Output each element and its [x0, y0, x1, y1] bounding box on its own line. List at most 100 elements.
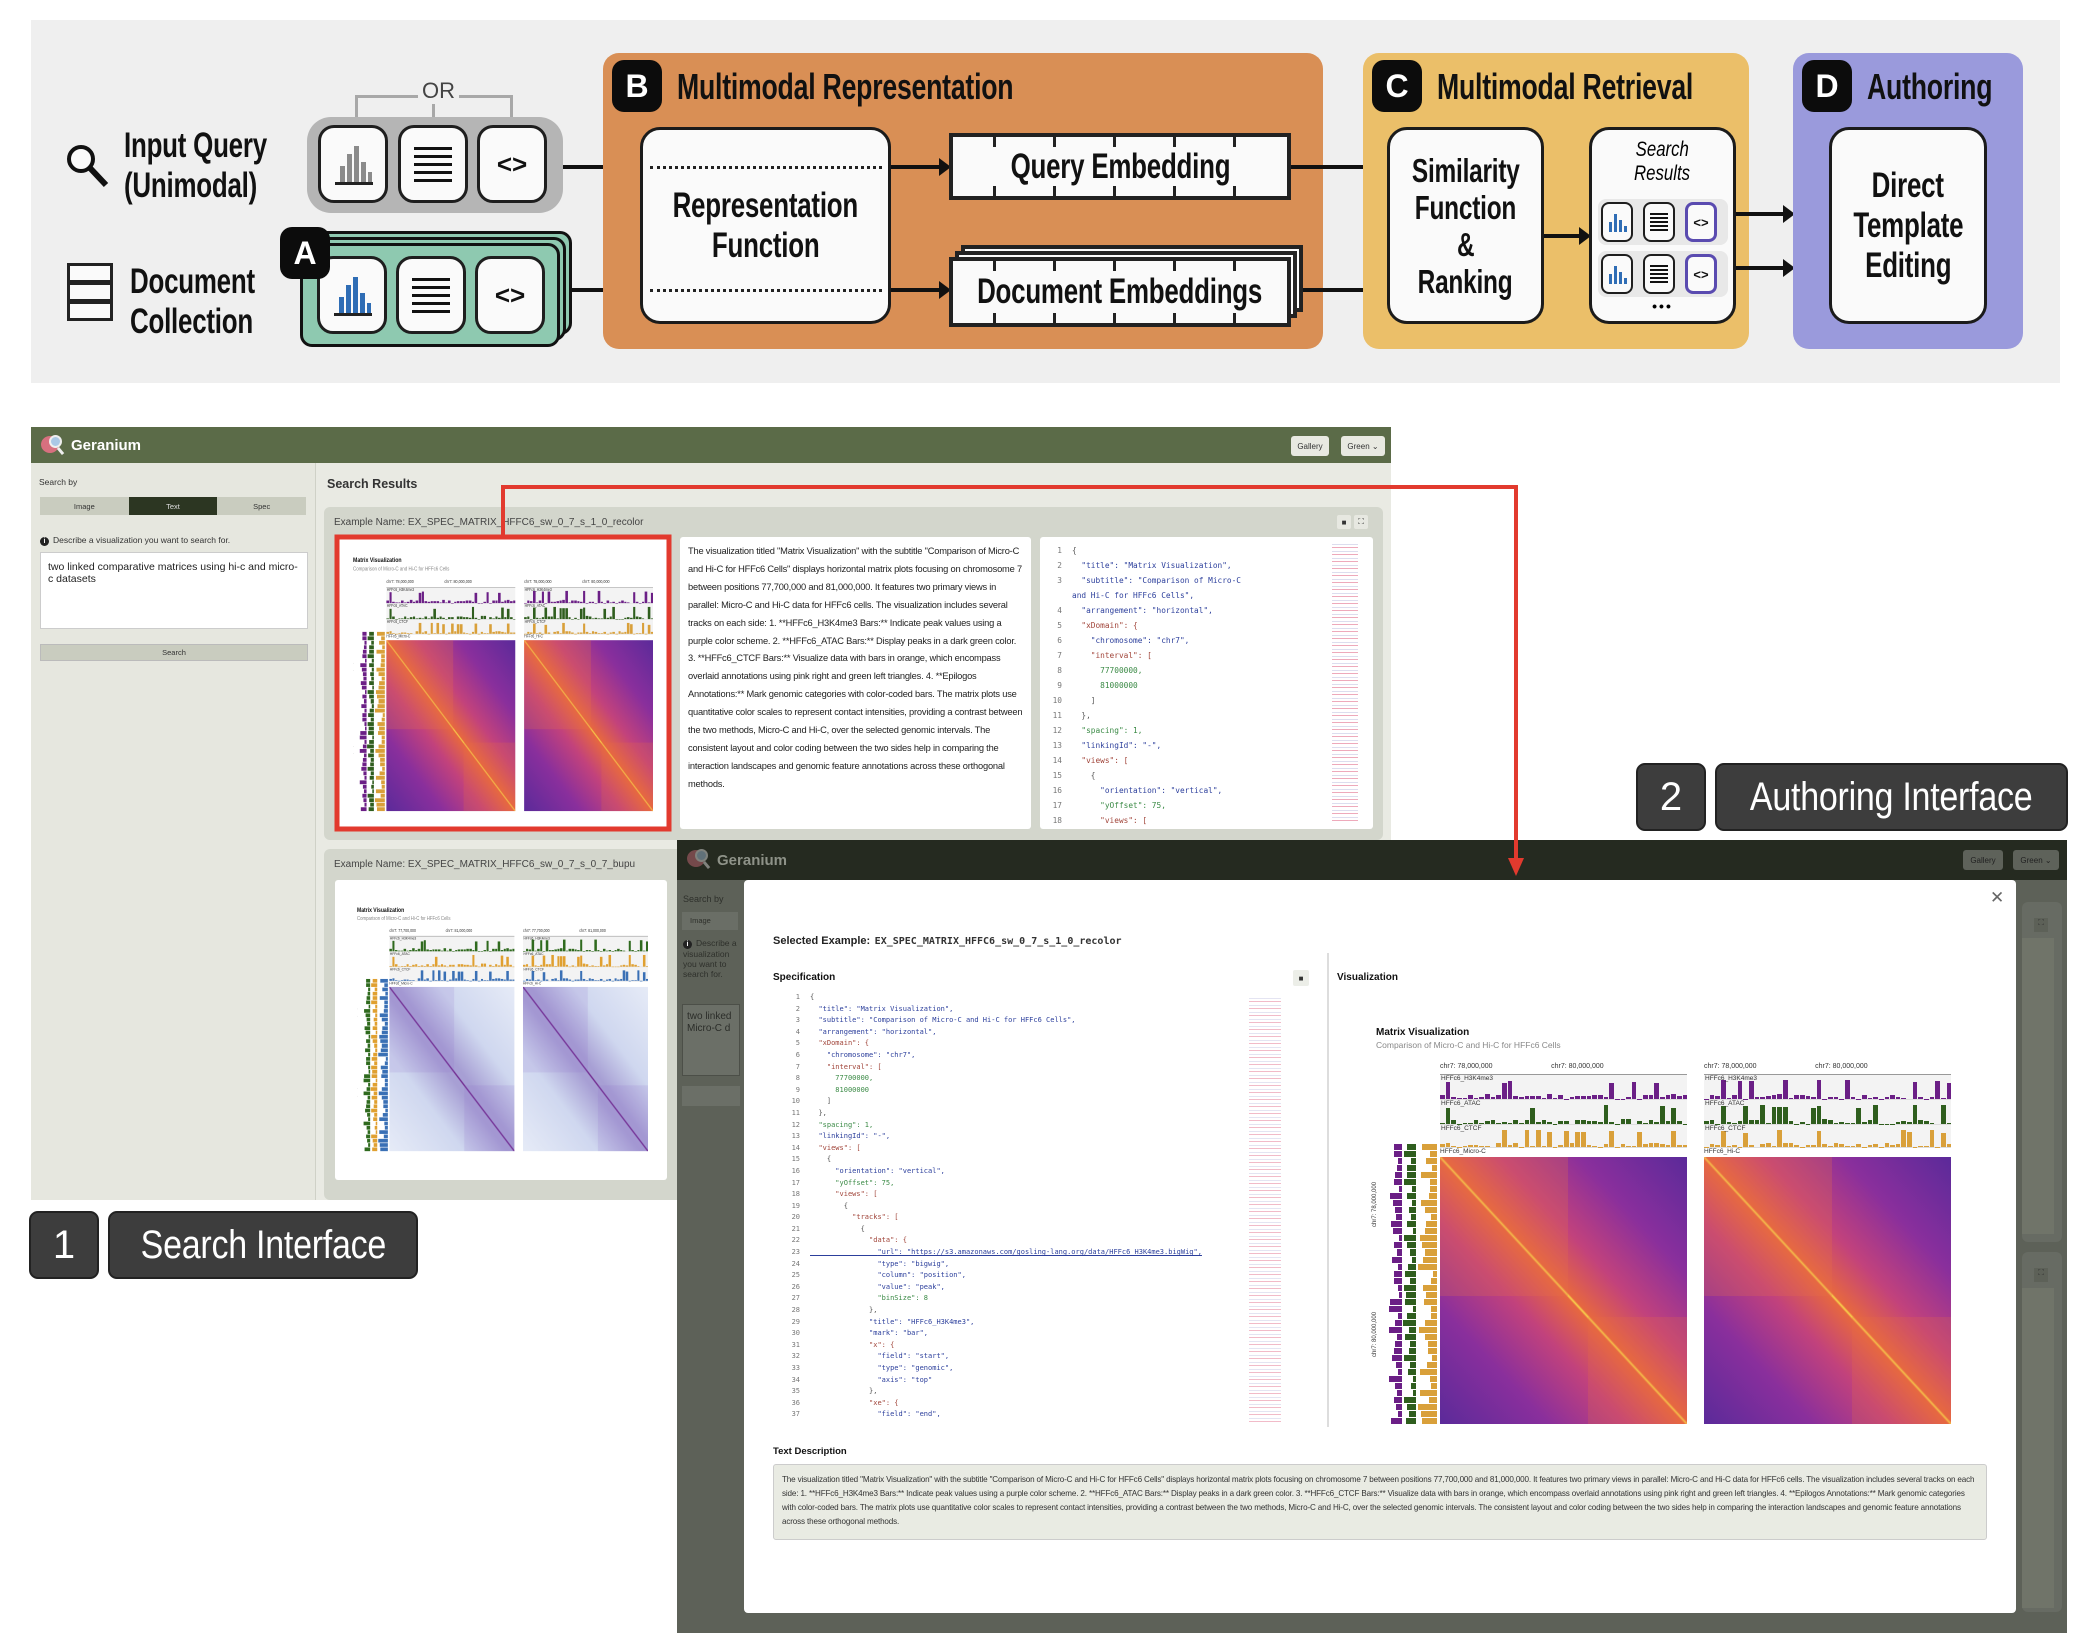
code-minimap[interactable] [1332, 541, 1358, 821]
track-atac: HFFc6_ATAC [1440, 1100, 1688, 1125]
track-bar [525, 979, 529, 981]
track-bar [368, 807, 374, 812]
search-button[interactable] [682, 1086, 740, 1106]
track-bar [379, 996, 388, 1000]
track-bar [1393, 1270, 1402, 1277]
copy-icon[interactable]: ■ [1293, 970, 1309, 986]
tab-text[interactable]: Text [128, 497, 218, 515]
viz-subtitle: Comparison of Micro-C and Hi-C for HFFc6… [353, 565, 450, 572]
track-bar [1760, 1105, 1766, 1124]
vertical-axis-tick: chr7: 80,000,000 [353, 739, 354, 768]
track-bar [512, 948, 515, 952]
tab-spec[interactable]: Spec [253, 501, 271, 511]
result-card[interactable]: Example Name: EX_SPEC_MATRIX_HFFC6_sw_0_… [324, 849, 714, 1200]
track-bar [608, 955, 611, 967]
track-bar [373, 1104, 378, 1109]
track-bar [1856, 1107, 1861, 1124]
track-bar [367, 1117, 371, 1122]
track-bar [1524, 1119, 1530, 1124]
expand-icon[interactable]: ⛶ [1354, 515, 1368, 529]
close-button[interactable]: ✕ [1990, 888, 2005, 907]
search-button[interactable]: Search [40, 644, 308, 661]
track-bar [1431, 1383, 1437, 1390]
track-bar [1671, 1107, 1676, 1124]
spec-code-editor[interactable]: 1{2 "title": "Matrix Visualization",3 "s… [780, 992, 1250, 1421]
track-bar [373, 1143, 378, 1147]
copy-icon[interactable]: ■ [1337, 515, 1351, 529]
track-bar [372, 1082, 378, 1087]
contact-matrix-heatmap[interactable] [386, 640, 516, 812]
vertical-track-ctcf [378, 978, 388, 1152]
code-minimap[interactable] [1249, 995, 1281, 1425]
badge-a: A [280, 227, 330, 279]
track-bar [500, 949, 504, 952]
contact-matrix-heatmap[interactable] [1704, 1157, 1951, 1424]
theme-select[interactable]: Green ⌄ [1341, 436, 1385, 456]
tab-image[interactable]: Image [682, 912, 738, 930]
track-bar [472, 978, 475, 981]
track-bar [380, 1039, 388, 1044]
track-bar [369, 645, 374, 650]
track-bar [1833, 1096, 1839, 1099]
track-bar [1592, 1095, 1597, 1099]
contact-matrix-heatmap[interactable] [524, 640, 653, 812]
track-bar [1424, 1249, 1437, 1256]
track-bar [622, 964, 626, 967]
pane-divider[interactable] [1327, 953, 1329, 1427]
track-bar [415, 964, 418, 967]
result-card[interactable]: Example Name: EX_SPEC_MATRIX_HFFC6_sw_0_… [324, 507, 1383, 840]
track-bar [600, 978, 603, 981]
code-line: 30 "mark": "bar", [780, 1328, 1250, 1340]
track-bar [614, 978, 617, 981]
track-bar [509, 965, 512, 967]
result-description: The visualization titled "Matrix Visuali… [680, 537, 1031, 829]
track-bar [366, 1100, 371, 1104]
search-query-input[interactable]: two linked comparative matrices using hi… [40, 552, 308, 629]
code-text: 77700000, [810, 1074, 874, 1083]
track-bar [1430, 1151, 1437, 1158]
track-bar [534, 965, 537, 967]
track-bar [608, 979, 611, 981]
track-ctcf: HFFc6_CTCF [1440, 1125, 1688, 1148]
tab-image[interactable]: Image [73, 501, 95, 511]
track-bar [1850, 1146, 1856, 1147]
code-line: 6 "chromosome": "chr7", [1046, 633, 1246, 648]
result-thumbnail[interactable]: Matrix Visualization Comparison of Micro… [335, 880, 667, 1180]
search-results-box: Search Results <> <> ••• [1589, 127, 1736, 324]
track-bar [525, 964, 529, 967]
track-bar [376, 807, 385, 812]
track-h3k4me3: HFFc6_H3K4me3 [1704, 1075, 1952, 1100]
track-bar [1411, 1256, 1416, 1263]
text-description-box[interactable]: The visualization titled "Matrix Visuali… [773, 1464, 1987, 1540]
gallery-button[interactable]: Gallery [1963, 850, 2003, 870]
track-bar [1788, 1097, 1794, 1099]
search-query-input[interactable]: two linked Micro-C d [682, 1004, 740, 1076]
track-bar [373, 1117, 378, 1122]
result-thumbnail[interactable]: Matrix Visualization Comparison of Micro… [337, 537, 669, 829]
track-bar [367, 744, 374, 749]
matrix-visualization[interactable]: Matrix Visualization Comparison of Micro… [1372, 1027, 1952, 1427]
track-bar [528, 949, 532, 952]
track-bar [1603, 1096, 1609, 1099]
track-bar [1895, 1121, 1901, 1124]
track-bar [1397, 1263, 1402, 1270]
contact-matrix-heatmap[interactable] [1440, 1157, 1687, 1424]
track-bar [406, 963, 409, 967]
track-bar [369, 681, 374, 686]
track-bar [1396, 1249, 1402, 1256]
contact-matrix-heatmap[interactable] [522, 986, 648, 1152]
track-bar [378, 1052, 388, 1057]
track-bar [1626, 1145, 1631, 1147]
track-bar [537, 979, 540, 981]
contact-matrix-heatmap[interactable] [389, 986, 515, 1152]
track-bar [406, 950, 409, 952]
track-bar [1396, 1390, 1402, 1397]
track-bar [364, 1147, 371, 1152]
track-bar [457, 964, 461, 967]
theme-select[interactable]: Green ⌄ [2013, 850, 2059, 870]
code-line: 7 "interval": [ [780, 1062, 1250, 1074]
track-bar [1682, 1095, 1688, 1099]
track-bar [597, 950, 600, 952]
gallery-button[interactable]: Gallery [1291, 436, 1329, 456]
track-bar [1828, 1119, 1833, 1124]
